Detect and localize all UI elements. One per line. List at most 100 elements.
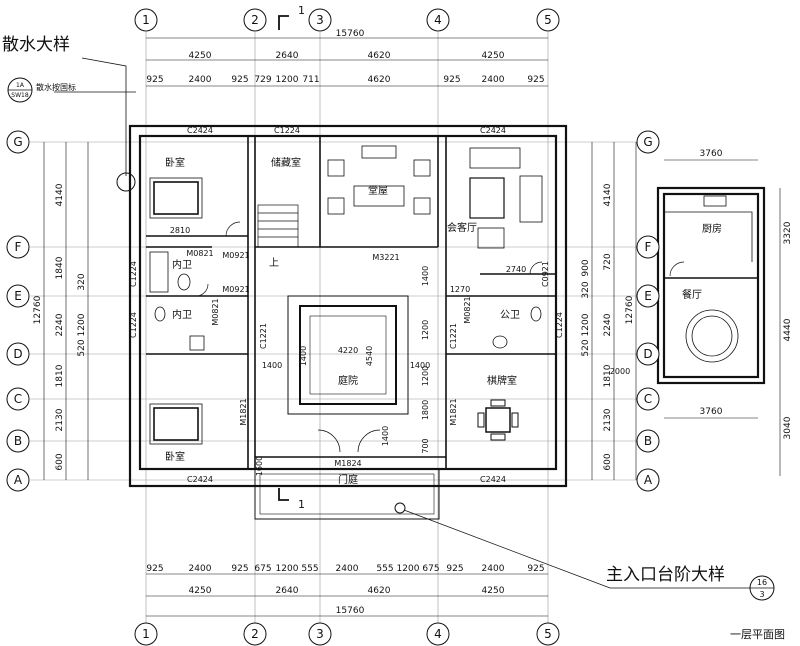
dim-detail: 925 xyxy=(443,75,460,85)
door-label: M0821 xyxy=(463,296,472,323)
dim-bay: 2640 xyxy=(276,51,299,61)
room-courtyard: 庭院 xyxy=(338,374,358,387)
dim-row: 2130 xyxy=(55,408,65,431)
dim-detail: 925 xyxy=(231,564,248,574)
dim-bay: 4620 xyxy=(368,586,391,596)
drainage-note: 散水按国标 xyxy=(36,82,76,92)
entry-callout-dot xyxy=(394,502,406,514)
room-storage: 储藏室 xyxy=(271,156,301,169)
dim-detail: 675 xyxy=(422,564,439,574)
room-chess: 棋牌室 xyxy=(487,374,517,387)
dim-total-right: 12760 xyxy=(625,295,635,324)
door-label: M3221 xyxy=(372,253,399,262)
room-bedroom-bottom: 卧室 xyxy=(165,450,185,463)
dim-detail: 925 xyxy=(527,75,544,85)
dim-bay: 4250 xyxy=(189,586,212,596)
room-dining: 餐厅 xyxy=(682,288,702,301)
grid-label-B: B xyxy=(14,434,22,448)
dim-detail: 2400 xyxy=(482,564,505,574)
dim-annex-height: 3040 xyxy=(783,416,793,439)
window-label: C1224 xyxy=(274,126,300,135)
grid-label-3: 3 xyxy=(316,13,324,27)
grid-label-4: 4 xyxy=(434,13,442,27)
grid-label-3: 3 xyxy=(316,627,324,641)
grid-label-F: F xyxy=(15,240,22,254)
door-swings xyxy=(195,221,685,453)
dim-detail: 4620 xyxy=(368,75,391,85)
stair-up-label: 上 xyxy=(269,257,279,269)
window-label: C2424 xyxy=(480,475,506,484)
dim-annex-height: 4440 xyxy=(783,318,793,341)
room-entry-court: 门庭 xyxy=(338,473,358,486)
dim-inner: 1400 xyxy=(262,361,282,370)
dim-annex-width: 3760 xyxy=(700,149,723,159)
dim-detail: 925 xyxy=(231,75,248,85)
dim-row: 520 xyxy=(581,339,591,356)
bed-top xyxy=(149,177,203,219)
dim-inner: 700 xyxy=(421,438,430,453)
dim-bay: 4250 xyxy=(482,586,505,596)
dim-inner: 2810 xyxy=(170,226,190,235)
dim-detail: 555 xyxy=(376,564,393,574)
door-label: M0821 xyxy=(211,298,220,325)
dim-inner: 4540 xyxy=(365,346,374,366)
room-public-bath: 公卫 xyxy=(500,310,520,321)
dim-bay: 4250 xyxy=(482,51,505,61)
section-mark-label: 1 xyxy=(298,4,305,17)
dim-total-left: 12760 xyxy=(33,295,43,324)
dim-total-top: 15760 xyxy=(336,29,365,39)
door-label: M0921 xyxy=(222,251,249,260)
dim-row: 1200 xyxy=(581,313,591,336)
dim-total-bottom: 15760 xyxy=(336,606,365,616)
dim-bay: 4250 xyxy=(189,51,212,61)
door-label: M0821 xyxy=(186,249,213,258)
dim-inner: 1270 xyxy=(450,285,470,294)
dim-detail: 925 xyxy=(146,75,163,85)
grid-label-2: 2 xyxy=(251,627,259,641)
grid-label-D: D xyxy=(13,347,22,361)
grid-label-5: 5 xyxy=(544,627,552,641)
dim-detail: 2400 xyxy=(336,564,359,574)
dim-detail: 925 xyxy=(446,564,463,574)
drainage-ref-bottom: SW18 xyxy=(11,92,29,99)
dim-row: 520 xyxy=(77,339,87,356)
entry-ref-top: 16 xyxy=(757,578,767,587)
bed-bottom xyxy=(149,403,203,445)
dim-row: 4140 xyxy=(603,183,613,206)
dim-row: 600 xyxy=(55,453,65,470)
dim-inner: 1400 xyxy=(299,346,308,366)
dim-detail: 925 xyxy=(527,564,544,574)
entry-detail-label: 主入口台阶大样 xyxy=(606,565,725,585)
grid-label-E: E xyxy=(14,289,22,303)
grid-label-2: 2 xyxy=(251,13,259,27)
dim-row: 320 xyxy=(581,281,591,298)
section-mark-label: 1 xyxy=(298,498,305,511)
dim-detail: 675 xyxy=(254,564,271,574)
dim-bay: 4620 xyxy=(368,51,391,61)
room-bedroom-top: 卧室 xyxy=(165,156,185,169)
dim-annex-height: 3320 xyxy=(783,221,793,244)
dim-inner: 1400 xyxy=(381,426,390,446)
room-main-hall: 堂屋 xyxy=(368,185,388,197)
window-label: C0921 xyxy=(541,261,550,287)
window-label: C1224 xyxy=(555,312,564,338)
dim-inner: 4220 xyxy=(338,346,358,355)
window-label: C1221 xyxy=(449,323,458,349)
kitchen-dining-furniture xyxy=(664,195,753,363)
entry-ref-bottom: 3 xyxy=(759,590,764,599)
dim-row: 900 xyxy=(581,259,591,276)
courtyard-outline xyxy=(287,295,409,415)
dim-row: 4140 xyxy=(55,183,65,206)
grid-label-B: B xyxy=(644,434,652,448)
room-kitchen: 厨房 xyxy=(702,222,722,235)
dim-detail: 1200 xyxy=(397,564,420,574)
door-label: M1824 xyxy=(334,459,361,468)
dim-row: 320 xyxy=(77,273,87,290)
window-label: C1221 xyxy=(259,323,268,349)
room-bath-1: 内卫 xyxy=(172,258,192,271)
grid-label-5: 5 xyxy=(544,13,552,27)
window-label: C1224 xyxy=(129,312,138,338)
dim-row: 720 xyxy=(603,253,613,270)
dim-row: 1810 xyxy=(55,364,65,387)
